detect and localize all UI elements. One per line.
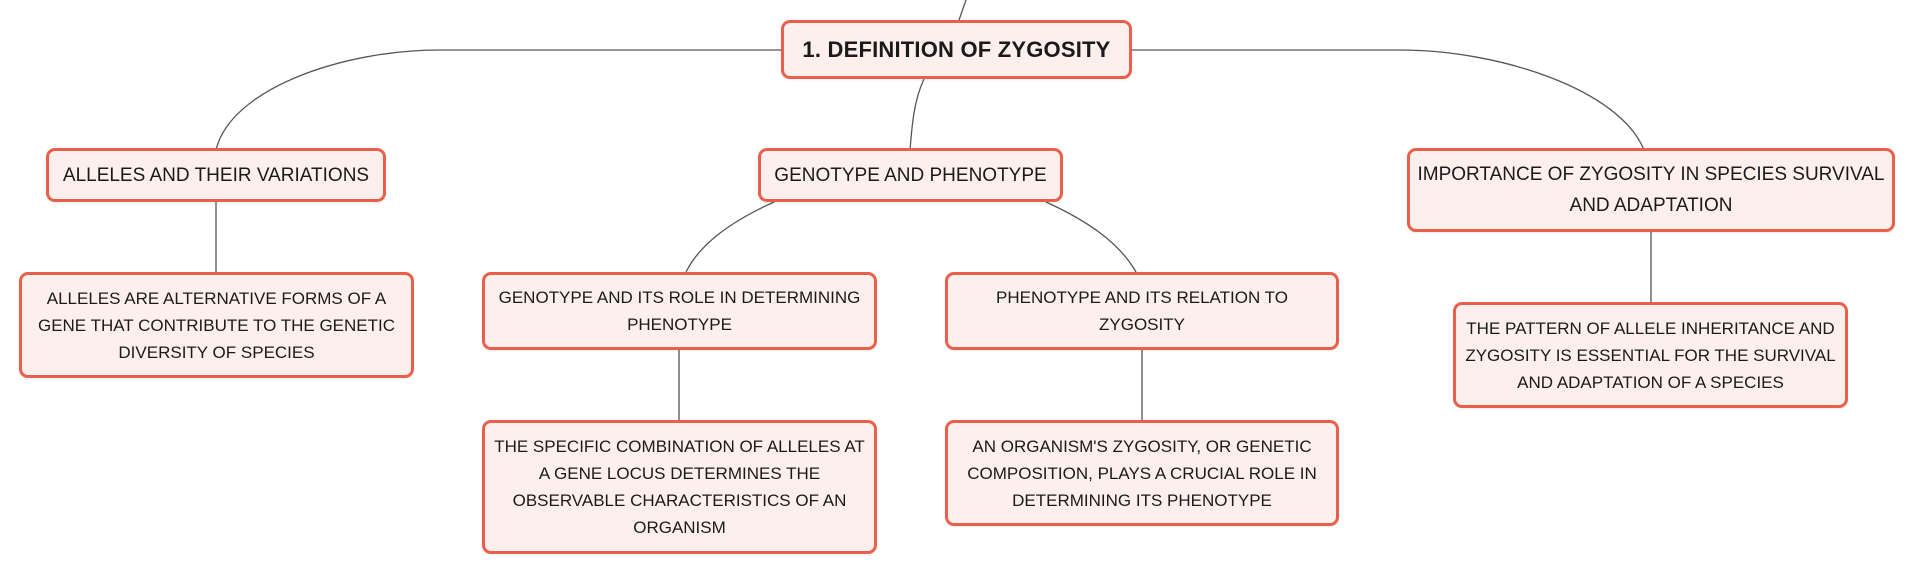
node-label: Phenotype and its relation to zygosity bbox=[996, 288, 1288, 334]
node-label: Genotype and Phenotype bbox=[774, 164, 1047, 186]
node-zygosity-role[interactable]: An organism's zygosity, or genetic compo… bbox=[945, 420, 1339, 526]
node-label: The pattern of allele inheritance and zy… bbox=[1465, 318, 1836, 392]
node-genotype-and-phenotype[interactable]: Genotype and Phenotype bbox=[758, 148, 1063, 202]
connector-gp-to-genotype-role bbox=[685, 201, 775, 273]
node-importance-of-zygosity[interactable]: Importance of zygosity in species surviv… bbox=[1407, 148, 1895, 232]
node-label: The specific combination of alleles at a… bbox=[494, 437, 865, 537]
node-alleles-and-variations[interactable]: Alleles and their variations bbox=[46, 148, 386, 202]
node-label: Genotype and its role in determining phe… bbox=[498, 288, 861, 334]
node-alleles-definition[interactable]: Alleles are alternative forms of a gene … bbox=[19, 272, 414, 378]
connector-root-incoming bbox=[958, 0, 967, 21]
node-allele-inheritance-pattern[interactable]: The pattern of allele inheritance and zy… bbox=[1453, 302, 1848, 408]
node-phenotype-relation[interactable]: Phenotype and its relation to zygosity bbox=[945, 272, 1339, 350]
node-label: Alleles and their variations bbox=[62, 164, 370, 186]
node-label: Alleles are alternative forms of a gene … bbox=[37, 288, 396, 362]
connector-root-to-genotype-phenotype bbox=[909, 78, 925, 151]
connector-root-to-importance bbox=[1132, 49, 1645, 151]
node-genotype-role[interactable]: Genotype and its role in determining phe… bbox=[482, 272, 877, 350]
node-label: Importance of zygosity in species surviv… bbox=[1417, 164, 1885, 216]
connector-root-to-alleles bbox=[215, 49, 781, 151]
root-node-label: 1. Definition of Zygosity bbox=[802, 36, 1111, 62]
connector-gp-to-phenotype-relation bbox=[1045, 201, 1137, 273]
root-node-definition-of-zygosity[interactable]: 1. Definition of Zygosity bbox=[781, 20, 1132, 79]
node-label: An organism's zygosity, or genetic compo… bbox=[967, 436, 1317, 510]
node-allele-combination[interactable]: The specific combination of alleles at a… bbox=[482, 420, 877, 554]
